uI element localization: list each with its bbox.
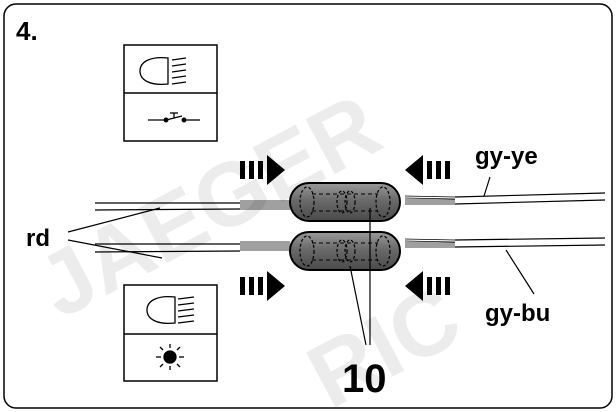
push-arrow-icon <box>405 155 450 185</box>
switch-symbol-icon <box>148 112 200 123</box>
right-wires <box>404 192 606 248</box>
indicator-lamp-icon <box>156 344 184 370</box>
step-number: 4. <box>16 16 38 46</box>
wire-label-gy-ye: gy-ye <box>475 143 538 170</box>
butt-connector-bottom <box>289 231 401 271</box>
butt-connector-top <box>289 182 401 222</box>
left-wires <box>94 200 290 253</box>
figure-frame <box>3 3 613 409</box>
push-arrow-icon <box>240 271 285 301</box>
low-beam-headlight-icon <box>139 56 187 86</box>
leader-lines <box>67 176 535 346</box>
part-number-label: 10 <box>342 357 387 401</box>
wire-label-rd: rd <box>26 225 50 252</box>
symbol-box-top <box>123 44 218 142</box>
low-beam-headlight-icon <box>146 295 195 325</box>
symbol-box-bottom <box>123 284 218 382</box>
wire-label-gy-bu: gy-bu <box>485 300 550 327</box>
